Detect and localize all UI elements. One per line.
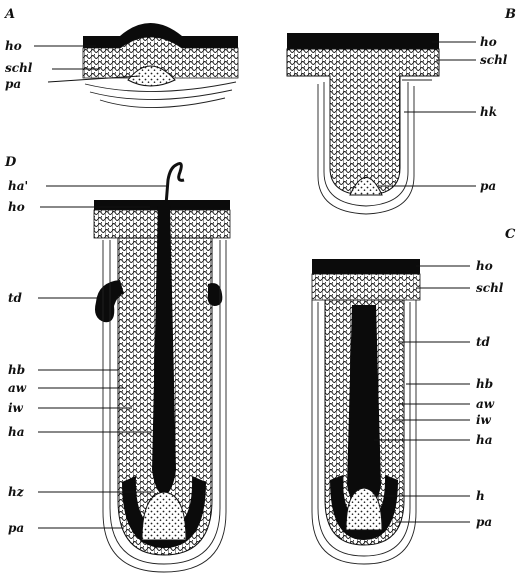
panel-d-label-ha: ha [8, 425, 25, 439]
panel-d: D ha' ho td hb aw iw ha hz pa [4, 155, 230, 572]
panel-c-label-hb: hb [476, 377, 493, 391]
panel-b-label-ho: ho [480, 35, 497, 49]
panel-a-label-pa: pa [5, 77, 21, 91]
panel-b-horn-layer [287, 33, 439, 49]
panel-c-label-aw: aw [476, 397, 495, 411]
panel-d-label-pa: pa [8, 521, 24, 535]
panel-c-label-td: td [476, 335, 491, 349]
panel-b-label-hk: hk [480, 105, 497, 119]
panel-c-label-ho: ho [476, 259, 493, 273]
panel-c-letter: C [505, 227, 516, 242]
panel-c-label-h: h [476, 489, 485, 503]
panel-b-mucous-and-bulb [287, 49, 439, 195]
panel-c-label-iw: iw [476, 413, 492, 427]
panel-b: B ho schl hk pa [287, 7, 516, 214]
panel-a-label-schl: schl [5, 61, 33, 75]
panel-d-emerging-hair [166, 164, 184, 205]
panel-c-horn-layer [312, 259, 420, 274]
panel-c-label-pa: pa [476, 515, 492, 529]
panel-c-mucous-layer [312, 274, 420, 300]
panel-c: C ho schl td hb aw iw ha h pa [312, 227, 516, 564]
panel-a: A ho schl pa [3, 7, 238, 108]
panel-d-label-td: td [8, 291, 23, 305]
panel-a-label-ho: ho [5, 39, 22, 53]
panel-a-letter: A [3, 7, 15, 22]
panel-b-letter: B [504, 7, 516, 22]
panel-c-hair-shaft [347, 305, 381, 510]
panel-d-label-hb: hb [8, 363, 25, 377]
panel-d-label-ha-prime: ha' [8, 179, 28, 193]
panel-c-label-schl: schl [476, 281, 504, 295]
panel-d-label-iw: iw [8, 401, 24, 415]
panel-d-label-aw: aw [8, 381, 27, 395]
panel-a-dermis-fibers [85, 82, 236, 108]
panel-b-label-schl: schl [480, 53, 508, 67]
panel-b-label-pa: pa [480, 179, 496, 193]
panel-d-label-hz: hz [8, 485, 25, 499]
panel-c-label-ha: ha [476, 433, 493, 447]
panel-d-letter: D [4, 155, 17, 170]
panel-d-label-ho: ho [8, 200, 25, 214]
